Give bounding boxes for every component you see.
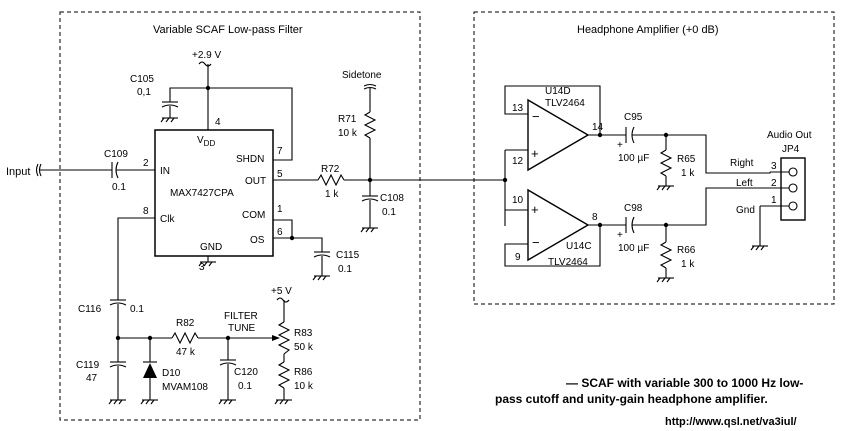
opamp-u14c (527, 188, 590, 262)
pin-3: 3 (199, 262, 205, 273)
r71-label: R71 (338, 114, 357, 125)
r83-label: R83 (294, 328, 313, 339)
caption-line-2: pass cutoff and unity-gain headphone amp… (495, 392, 768, 406)
filter-tune-label-2: TUNE (228, 323, 256, 334)
c116-value: 0.1 (130, 304, 144, 315)
chip-com: COM (242, 210, 265, 221)
c109-label: C109 (104, 149, 128, 160)
u14c-plus: + (531, 202, 539, 217)
u14c-pin8: 8 (592, 212, 598, 223)
u14c-value: TLV2464 (548, 257, 588, 268)
opamp-u14d (527, 98, 590, 172)
d10-value: MVAM108 (162, 382, 208, 393)
chip-vdd: VDD (197, 135, 215, 148)
r65-label: R65 (677, 154, 696, 165)
c120-label: C120 (234, 367, 258, 378)
jp4-connector (780, 157, 806, 221)
c109-value: 0.1 (112, 182, 126, 193)
c108-value: 0.1 (382, 207, 396, 218)
sidetone-label: Sidetone (342, 70, 382, 81)
chip-out: OUT (245, 176, 266, 187)
c108-label: C108 (380, 193, 404, 204)
right-label: Right (730, 158, 754, 169)
c116-label: C116 (78, 304, 102, 315)
u14c-label: U14C (566, 241, 592, 252)
pin-7: 7 (277, 146, 283, 157)
u14d-pin12: 12 (512, 156, 524, 167)
u14c-minus: − (532, 235, 540, 250)
c98-plus: + (617, 230, 623, 241)
pin-1: 1 (277, 204, 283, 215)
u14c-pin10: 10 (512, 195, 524, 206)
chip-shdn: SHDN (236, 154, 264, 165)
c95-plus: + (617, 140, 623, 151)
c95-label: C95 (624, 112, 643, 123)
filter-box (59, 11, 421, 421)
pin-6: 6 (277, 227, 283, 238)
jp4-pin1: 1 (771, 195, 777, 206)
c115-value: 0.1 (338, 264, 352, 275)
r86-value: 10 k (294, 381, 314, 392)
amp-box (473, 11, 835, 305)
c98-value: 100 µF (618, 243, 649, 254)
chip-os: OS (250, 235, 265, 246)
audio-out-label: Audio Out (767, 130, 812, 141)
pin-5: 5 (277, 169, 283, 180)
u14d-label: U14D (545, 86, 571, 97)
u14d-plus: + (531, 146, 539, 161)
supply-5v: +5 V (271, 286, 292, 297)
c120-value: 0.1 (238, 381, 252, 392)
filter-tune-label-1: FILTER (224, 311, 258, 322)
u14c-pin9: 9 (515, 252, 521, 263)
r71-value: 10 k (338, 128, 358, 139)
caption-url: http://www.qsl.net/va3iul/ (665, 416, 797, 428)
jp4-pin2: 2 (771, 178, 777, 189)
jp4-pin3: 3 (771, 161, 777, 172)
c115-label: C115 (336, 250, 360, 261)
chip-clk: Clk (160, 214, 175, 225)
r72-value: 1 k (325, 189, 339, 200)
c119-value: 47 (86, 373, 98, 384)
gnd-label: Gnd (736, 205, 755, 216)
u14d-value: TLV2464 (545, 98, 585, 109)
r66-value: 1 k (681, 259, 695, 270)
input-label: Input (6, 166, 30, 178)
amp-title: Headphone Amplifier (+0 dB) (577, 24, 719, 36)
left-label: Left (736, 178, 753, 189)
r82-label: R82 (176, 318, 195, 329)
caption-line-1: — SCAF with variable 300 to 1000 Hz low- (566, 376, 803, 390)
pin-8: 8 (143, 206, 149, 217)
chip-gnd: GND (200, 242, 222, 253)
c98-label: C98 (624, 203, 643, 214)
chip-max7427 (154, 129, 274, 257)
jp4-label: JP4 (782, 144, 800, 155)
r66-label: R66 (677, 245, 696, 256)
r83-value: 50 k (294, 342, 314, 353)
chip-in: IN (160, 166, 170, 177)
pin-2: 2 (143, 158, 149, 169)
r65-value: 1 k (681, 168, 695, 179)
d10-label: D10 (162, 368, 181, 379)
supply-2v9: +2.9 V (192, 50, 222, 61)
chip-name: MAX7427CPA (170, 188, 234, 199)
r82-value: 47 k (176, 347, 196, 358)
u14d-pin13: 13 (512, 103, 524, 114)
u14d-minus: − (532, 109, 540, 124)
pin-4: 4 (215, 117, 221, 128)
u14d-pin14: 14 (592, 122, 604, 133)
c95-value: 100 µF (618, 153, 649, 164)
c119-label: C119 (76, 360, 100, 371)
r72-label: R72 (321, 164, 340, 175)
c105-label: C105 (130, 74, 154, 85)
r86-label: R86 (294, 367, 313, 378)
filter-title: Variable SCAF Low-pass Filter (153, 24, 303, 36)
c105-value: 0,1 (137, 87, 151, 98)
